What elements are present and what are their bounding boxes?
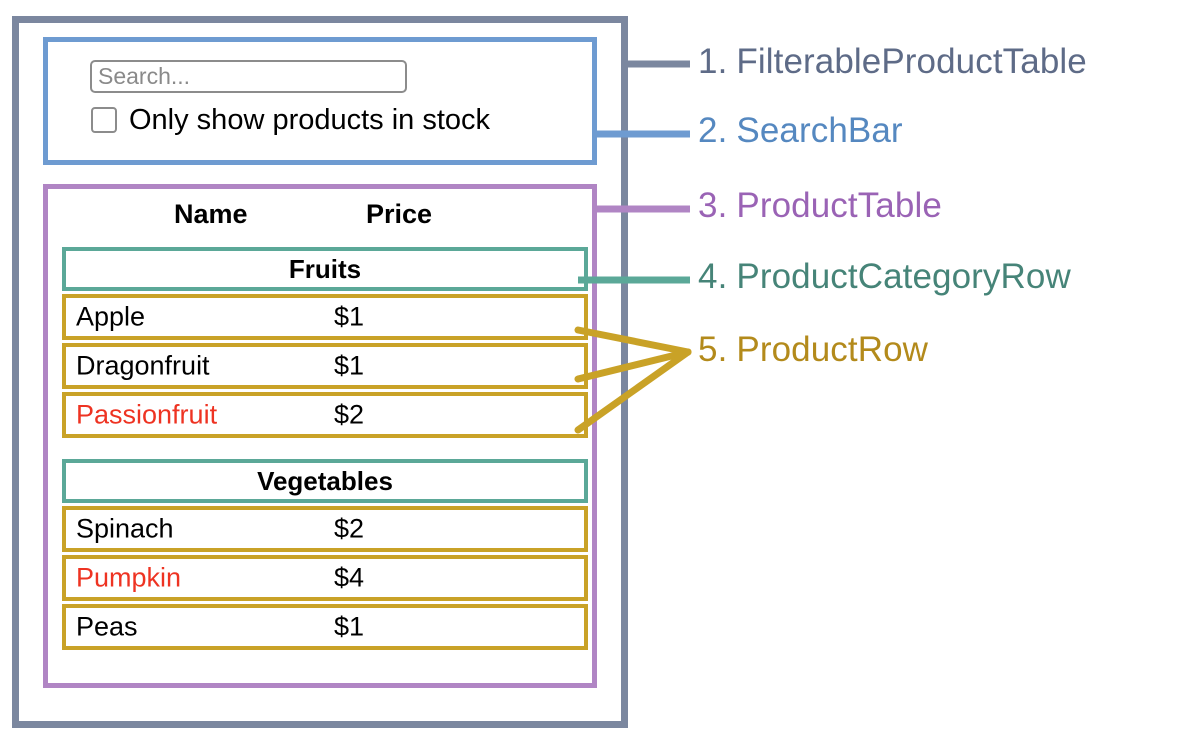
legend-number: 1. bbox=[698, 42, 728, 81]
product-name-cell: Pumpkin bbox=[76, 562, 182, 593]
stock-filter-row[interactable]: Only show products in stock bbox=[91, 105, 592, 135]
product-category-row: Vegetables bbox=[62, 459, 588, 503]
product-category-row: Fruits bbox=[62, 247, 588, 291]
product-price-cell: $1 bbox=[334, 301, 365, 332]
product-row: Spinach $2 bbox=[62, 506, 588, 552]
legend-number: 5. bbox=[698, 330, 728, 369]
legend-number: 4. bbox=[698, 257, 728, 296]
legend-number: 2. bbox=[698, 111, 728, 150]
legend-label: ProductTable bbox=[736, 186, 942, 225]
legend-number: 3. bbox=[698, 186, 728, 225]
product-row: Dragonfruit $1 bbox=[62, 343, 588, 389]
product-price-cell: $2 bbox=[334, 399, 365, 430]
product-name-cell: Passionfruit bbox=[76, 399, 218, 430]
legend-item-product-row: 5.ProductRow bbox=[698, 332, 928, 368]
legend: 1.FilterableProductTable 2.SearchBar 3.P… bbox=[698, 0, 1198, 744]
column-header-name: Name bbox=[174, 199, 248, 229]
product-price-cell: $1 bbox=[334, 350, 365, 381]
product-price-cell: $2 bbox=[334, 513, 365, 544]
group-spacer bbox=[62, 441, 588, 459]
column-header-price: Price bbox=[366, 199, 433, 229]
legend-label: SearchBar bbox=[736, 111, 903, 150]
legend-item-filterable-product-table: 1.FilterableProductTable bbox=[698, 44, 1087, 80]
product-name-cell: Peas bbox=[76, 611, 138, 642]
product-price-cell: $1 bbox=[334, 611, 365, 642]
product-category-label: Fruits bbox=[288, 253, 362, 284]
product-name-cell: Apple bbox=[76, 301, 146, 332]
legend-item-product-table: 3.ProductTable bbox=[698, 188, 942, 224]
product-row: Apple $1 bbox=[62, 294, 588, 340]
only-in-stock-label: Only show products in stock bbox=[129, 104, 491, 136]
product-row: Peas $1 bbox=[62, 604, 588, 650]
search-input[interactable] bbox=[90, 60, 407, 93]
legend-label: ProductRow bbox=[736, 330, 929, 369]
only-in-stock-checkbox[interactable] bbox=[91, 107, 117, 133]
product-price-cell: $4 bbox=[334, 562, 365, 593]
search-bar-component: Only show products in stock bbox=[43, 37, 597, 165]
legend-label: ProductCategoryRow bbox=[736, 257, 1071, 296]
legend-item-product-category-row: 4.ProductCategoryRow bbox=[698, 259, 1071, 295]
product-name-cell: Dragonfruit bbox=[76, 350, 210, 381]
product-row: Pumpkin $4 bbox=[62, 555, 588, 601]
legend-item-search-bar: 2.SearchBar bbox=[698, 113, 903, 149]
product-table-header: Name Price bbox=[48, 189, 592, 247]
product-row: Passionfruit $2 bbox=[62, 392, 588, 438]
product-category-label: Vegetables bbox=[257, 465, 393, 496]
legend-label: FilterableProductTable bbox=[736, 42, 1087, 81]
product-name-cell: Spinach bbox=[76, 513, 174, 544]
